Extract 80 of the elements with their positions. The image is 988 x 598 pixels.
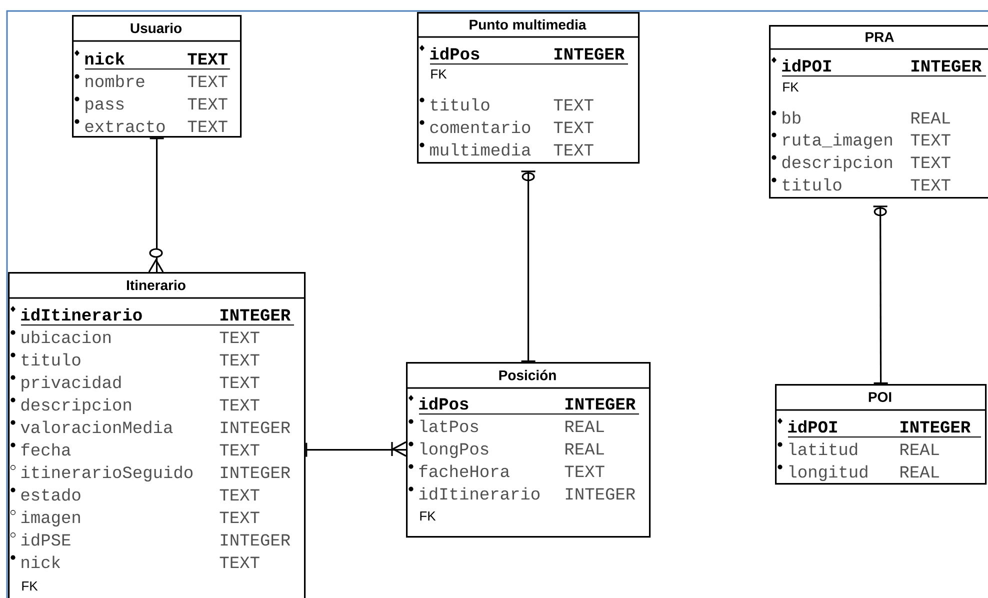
attribute-type: TEXT xyxy=(554,122,594,133)
attribute-type: TEXT xyxy=(220,489,260,500)
attribute-type: REAL xyxy=(900,466,939,478)
relationship-line xyxy=(521,170,536,362)
attribute-type: INTEGER xyxy=(554,48,625,60)
attribute-type: TEXT xyxy=(564,466,604,477)
attribute-type: REAL xyxy=(912,112,950,124)
attribute-name: imagen xyxy=(21,510,80,527)
fk-label: FK xyxy=(420,512,436,520)
attribute-name: latPos xyxy=(420,420,478,432)
attribute-name: nick xyxy=(22,556,60,568)
attribute-type: INTEGER xyxy=(220,534,290,546)
attribute-name: privacidad xyxy=(22,376,121,392)
attribute-type: TEXT xyxy=(220,512,260,523)
attribute-type: TEXT xyxy=(220,444,260,456)
attribute-name: bb xyxy=(782,111,800,124)
attribute-name: idPSE xyxy=(21,533,70,546)
attribute-name: descripcion xyxy=(782,156,892,172)
attribute-type: TEXT xyxy=(220,376,260,388)
attribute-name: estado xyxy=(21,488,80,501)
attribute-type: REAL xyxy=(566,420,604,432)
relationship-line xyxy=(148,138,164,272)
attribute-name: valoracionMedia xyxy=(20,420,173,434)
attribute-type: TEXT xyxy=(220,556,260,568)
table-title: Itinerario xyxy=(127,280,186,290)
attribute-name: facheHora xyxy=(419,464,510,478)
attribute-type: INTEGER xyxy=(220,422,290,434)
attribute-type: TEXT xyxy=(188,120,228,132)
attribute-name: titulo xyxy=(430,98,490,111)
attribute-name: comentario xyxy=(430,120,530,134)
attribute-type: REAL xyxy=(900,444,939,455)
attribute-type: TEXT xyxy=(188,98,228,110)
attribute-name: itinerarioSeguido xyxy=(21,466,193,482)
attribute-type: INTEGER xyxy=(566,488,636,500)
attribute-name: idPOI xyxy=(782,59,831,72)
attribute-type: INTEGER xyxy=(566,398,636,410)
attribute-name: idItinerario xyxy=(21,308,142,321)
attribute-name: nombre xyxy=(86,74,144,88)
attribute-name: fecha xyxy=(21,443,71,456)
attribute-name: idItinerario xyxy=(419,487,540,500)
attribute-type: TEXT xyxy=(220,354,260,366)
table-title: PRA xyxy=(866,32,894,42)
attribute-name: nick xyxy=(85,52,125,65)
attribute-name: titulo xyxy=(22,353,80,366)
attribute-name: descripcion xyxy=(21,398,131,414)
attribute-type: INTEGER xyxy=(220,309,291,321)
attribute-name: pass xyxy=(86,100,124,114)
fk-label: FK xyxy=(22,582,38,590)
fk-label: FK xyxy=(783,82,799,92)
table-title: POI xyxy=(868,392,892,402)
attribute-type: TEXT xyxy=(554,144,594,156)
attribute-type: INTEGER xyxy=(900,421,971,433)
attribute-type: TEXT xyxy=(220,332,260,343)
attribute-name: extracto xyxy=(85,120,165,132)
attribute-type: TEXT xyxy=(910,156,950,168)
attribute-type: INTEGER xyxy=(912,60,982,72)
attribute-type: TEXT xyxy=(910,179,950,190)
attribute-type: INTEGER xyxy=(220,466,290,478)
attribute-name: titulo xyxy=(782,178,842,191)
attribute-name: ruta_imagen xyxy=(783,133,892,150)
attribute-name: multimedia xyxy=(430,143,531,156)
attribute-name: idPos xyxy=(430,47,480,60)
attribute-type: TEXT xyxy=(188,76,228,87)
table-title: Punto multimedia xyxy=(470,19,586,30)
attribute-name: ubicacion xyxy=(22,330,110,344)
relationship-line xyxy=(306,441,406,457)
attribute-name: idPOI xyxy=(788,420,837,433)
fk-label: FK xyxy=(431,70,447,78)
attribute-name: latitud xyxy=(789,442,858,456)
attribute-type: TEXT xyxy=(910,134,950,146)
attribute-type: TEXT xyxy=(220,399,260,410)
table-title: Posición xyxy=(499,370,556,380)
attribute-name: idPos xyxy=(419,397,468,410)
attribute-name: longitud xyxy=(789,465,868,482)
attribute-type: TEXT xyxy=(554,99,594,110)
attribute-name: longPos xyxy=(420,442,488,458)
relationship-line xyxy=(873,206,888,384)
attribute-type: REAL xyxy=(566,443,604,454)
attribute-type: TEXT xyxy=(188,53,228,64)
table-title: Usuario xyxy=(130,22,182,34)
